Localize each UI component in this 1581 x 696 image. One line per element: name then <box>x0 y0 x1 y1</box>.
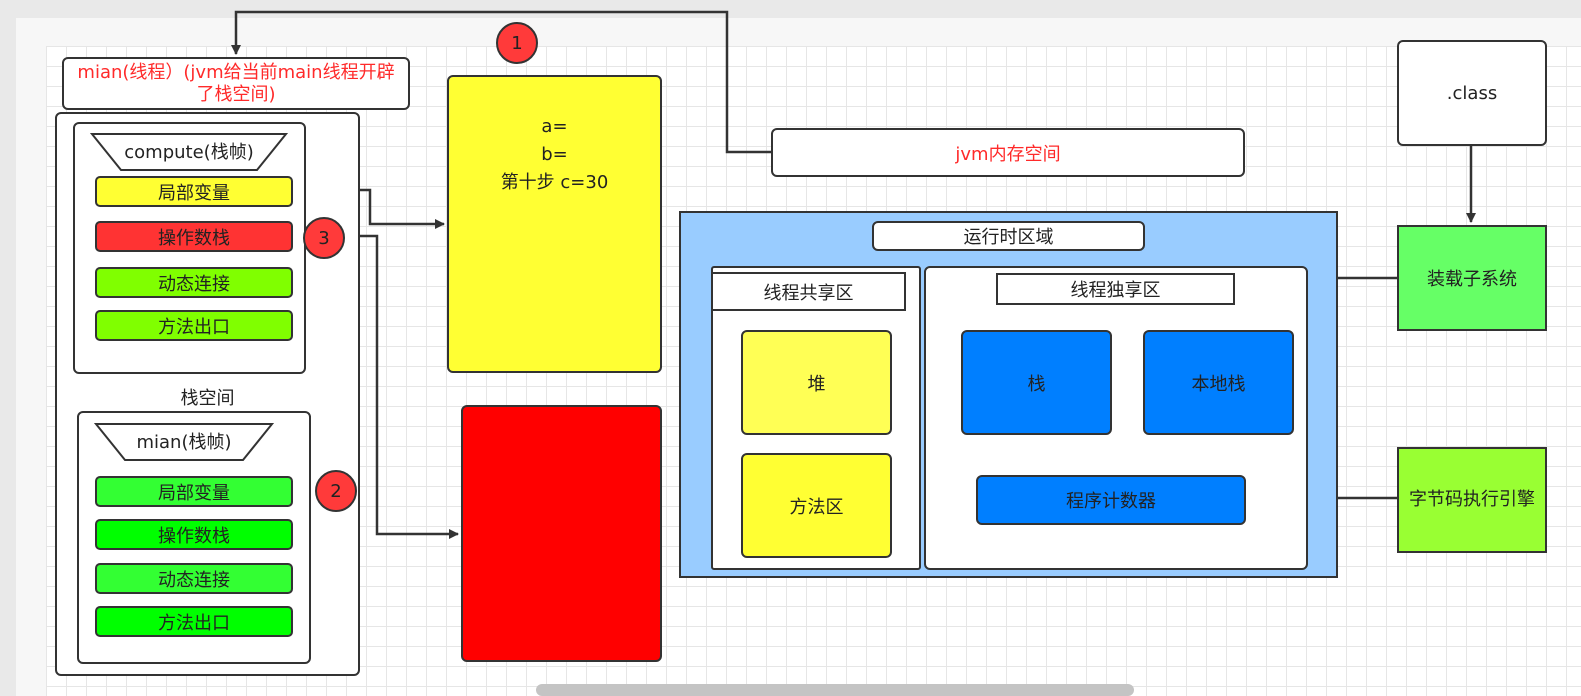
main-dynamic-linking: 动态连接 <box>95 563 293 594</box>
jvm-memory-label: jvm内存空间 <box>771 128 1245 177</box>
compute-frame-title: compute(栈帧) <box>124 142 254 163</box>
heap-box: 堆 <box>741 330 892 435</box>
local-var-b: b= <box>541 144 568 165</box>
main-operand-stack: 操作数栈 <box>95 519 293 550</box>
thread-shared-title: 线程共享区 <box>711 272 906 311</box>
horizontal-scrollbar[interactable] <box>536 684 1134 696</box>
main-local-variables: 局部变量 <box>95 476 293 507</box>
stack-box: 栈 <box>961 330 1112 435</box>
method-area-box: 方法区 <box>741 453 892 558</box>
main-thread-label: mian(线程）(jvm给当前main线程开辟了栈空间) <box>62 57 410 110</box>
main-method-exit: 方法出口 <box>95 606 293 637</box>
step-badge-1: 1 <box>496 22 538 64</box>
class-file-box: .class <box>1397 40 1547 146</box>
compute-method-exit: 方法出口 <box>95 310 293 341</box>
compute-operand-stack: 操作数栈 <box>95 221 293 252</box>
class-loader-subsystem: 装载子系统 <box>1397 225 1547 331</box>
local-var-c: 第十步 c=30 <box>500 172 609 193</box>
compute-dynamic-linking: 动态连接 <box>95 267 293 298</box>
local-var-a: a= <box>541 116 568 137</box>
stack-space-label: 栈空间 <box>180 388 235 409</box>
native-stack-box: 本地栈 <box>1143 330 1294 435</box>
arrow-jvm-to-main-thread <box>231 10 772 154</box>
main-frame-title: mian(栈帧) <box>136 432 232 453</box>
step-badge-3: 3 <box>303 217 345 259</box>
execution-engine: 字节码执行引擎 <box>1397 447 1547 553</box>
thread-exclusive-title: 线程独享区 <box>996 273 1235 305</box>
local-variables-box: a= b= 第十步 c=30 <box>447 75 662 373</box>
program-counter-box: 程序计数器 <box>976 475 1246 525</box>
step-badge-2: 2 <box>315 470 357 512</box>
main-thread-text: mian(线程）(jvm给当前main线程开辟了栈空间) <box>77 61 395 105</box>
compute-local-variables: 局部变量 <box>95 176 293 207</box>
operand-stack-box <box>461 405 662 662</box>
runtime-area-title: 运行时区域 <box>872 221 1145 251</box>
